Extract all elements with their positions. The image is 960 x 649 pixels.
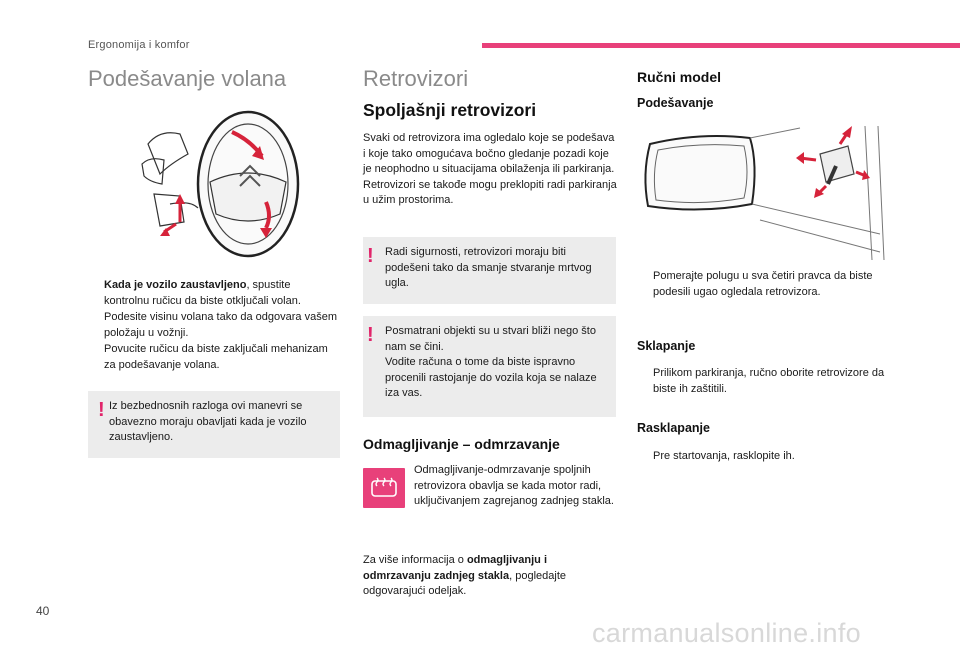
mirrors-warning-box-1: ! Radi sigurnosti, retrovizori moraju bi…: [363, 237, 616, 304]
adjust-title: Podešavanje: [637, 96, 714, 110]
list-item: Prilikom parkiranja, ručno oborite retro…: [637, 366, 887, 397]
mirror-adjust-lever-illustration: [640, 124, 885, 262]
fold-title: Sklapanje: [637, 339, 696, 353]
bullet-text: , spustite kontrolnu ručicu da biste otk…: [104, 279, 301, 307]
defrost-title: Odmagljivanje – odmrzavanje: [363, 436, 560, 452]
unfold-title: Rasklapanje: [637, 421, 710, 435]
warning-text: Posmatrani objekti su u stvari bliži neg…: [385, 325, 597, 400]
bullet-text: Povucite ručicu da biste zaključali meha…: [104, 343, 328, 371]
warning-icon: !: [367, 245, 374, 267]
adjust-bullet: Pomerajte polugu u sva četiri pravca da …: [637, 269, 887, 301]
mirrors-warning-box-2: ! Posmatrani objekti su u stvari bliži n…: [363, 316, 616, 417]
section-accent-bar: [482, 43, 960, 48]
bullet-text: Pomerajte polugu u sva četiri pravca da …: [653, 270, 873, 298]
steering-wheel-illustration: [140, 104, 300, 264]
warning-icon: !: [98, 399, 105, 421]
list-item: Pre startovanja, rasklopite ih.: [637, 449, 887, 465]
page-number: 40: [36, 604, 50, 618]
mirrors-title: Retrovizori: [363, 66, 469, 91]
bullet-bold-text: Kada je vozilo zaustavljeno: [104, 279, 247, 291]
steering-bullets: Kada je vozilo zaustavljeno, spustite ko…: [88, 278, 338, 375]
list-item: Povucite ručicu da biste zaključali meha…: [88, 342, 338, 373]
list-item: Podesite visinu volana tako da odgovara …: [88, 310, 338, 341]
warning-text: Iz bezbednosnih razloga ovi manevri se o…: [109, 400, 307, 444]
list-item: Kada je vozilo zaustavljeno, spustite ko…: [88, 278, 338, 309]
exterior-mirrors-title: Spoljašnji retrovizori: [363, 100, 537, 120]
more-info-prefix: Za više informacija o: [363, 554, 467, 566]
steering-title: Podešavanje volana: [88, 66, 287, 91]
bullet-text: Pre startovanja, rasklopite ih.: [653, 450, 795, 462]
unfold-bullet: Pre startovanja, rasklopite ih.: [637, 449, 887, 466]
defrost-text: Odmagljivanje-odmrzavanje spoljnih retro…: [414, 464, 614, 508]
section-label: Ergonomija i komfor: [88, 39, 190, 51]
warning-text: Radi sigurnosti, retrovizori moraju biti…: [385, 246, 592, 290]
bullet-text: Podesite visinu volana tako da odgovara …: [104, 311, 337, 339]
more-info-bold: odmagljivanju i odmrzavanju zadnjeg stak…: [363, 554, 548, 582]
watermark: carmanualsonline.info: [592, 618, 861, 648]
manual-model-title: Ručni model: [637, 69, 722, 85]
list-item: Pomerajte polugu u sva četiri pravca da …: [637, 269, 887, 300]
steering-warning-box: ! Iz bezbednosnih razloga ovi manevri se…: [88, 391, 340, 458]
more-info-suffix: , pogledajte odgovarajući odeljak.: [363, 569, 566, 598]
rear-window-defrost-icon: [363, 468, 405, 508]
bullet-text: Prilikom parkiranja, ručno oborite retro…: [653, 367, 885, 395]
more-info-text: Za više informacija o odmagljivanju i od…: [363, 553, 617, 600]
mirrors-intro: Svaki od retrovizora ima ogledalo koje s…: [363, 132, 617, 207]
fold-bullet: Prilikom parkiranja, ručno oborite retro…: [637, 366, 887, 398]
warning-icon: !: [367, 324, 374, 346]
